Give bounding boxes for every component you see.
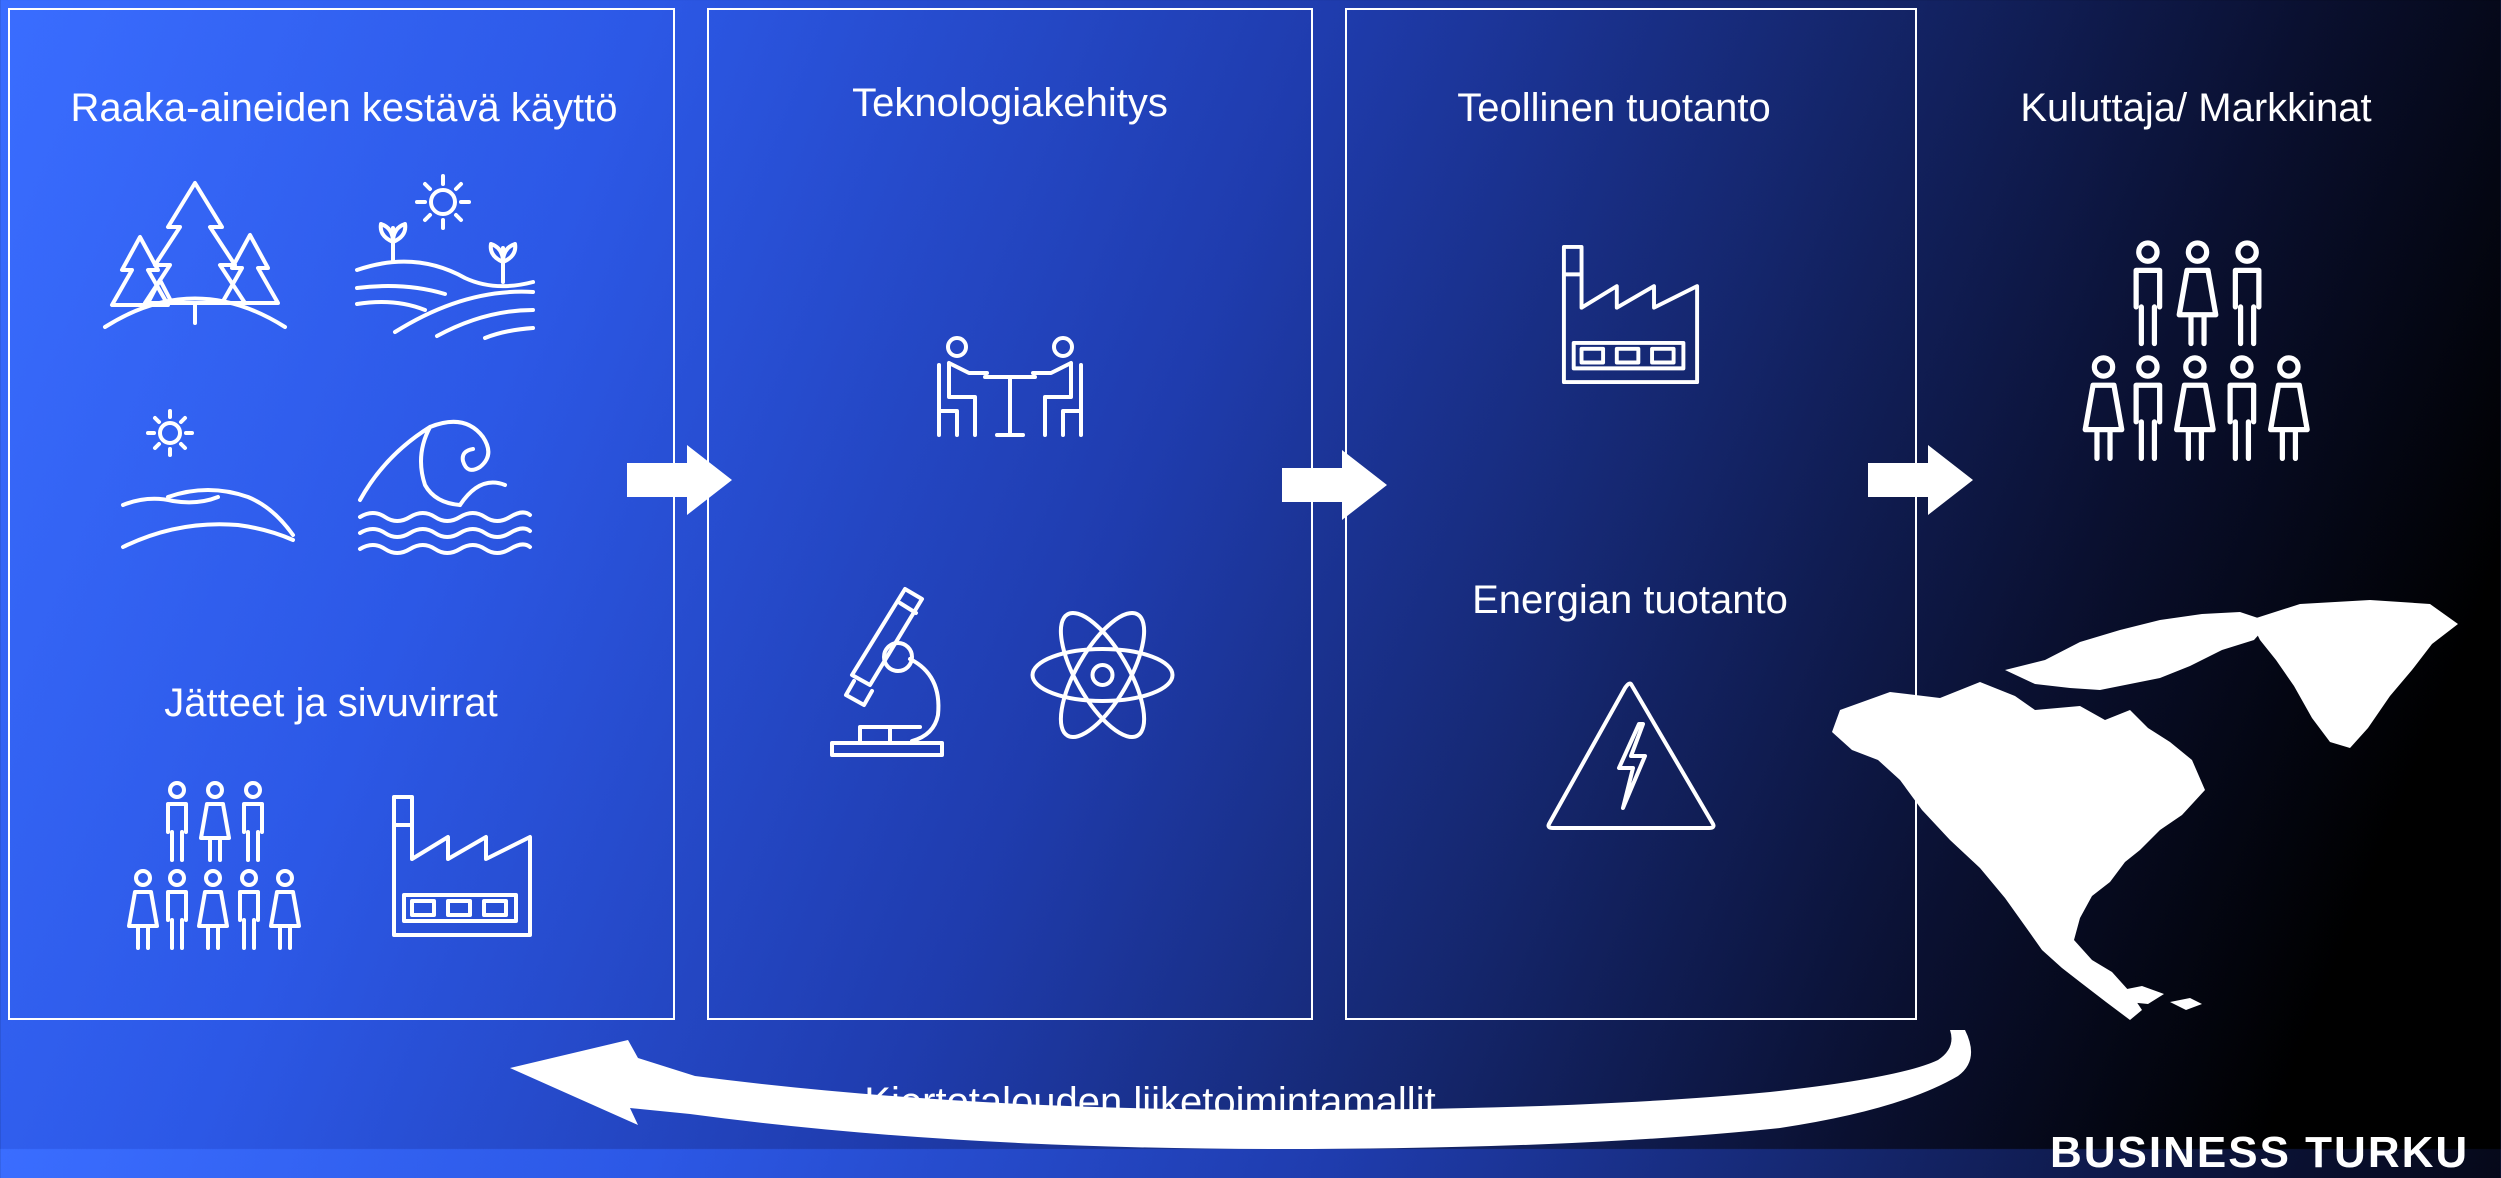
people-group-icon [125,780,305,950]
brand-logo: BUSINESS TURKU [2050,1128,2470,1177]
stage-production-title: Teollinen tuotanto [1457,86,1771,130]
stage-raw-materials-panel [8,8,675,1020]
meeting-icon [935,335,1085,440]
right-arrow-icon [627,445,732,515]
right-arrow-icon [1868,445,1973,515]
people-group-icon [2080,235,2315,465]
cycle-label: Kiertotalouden liiketoimintamallit [864,1080,1436,1124]
right-arrow-icon [1282,450,1387,520]
forest-icon [100,175,290,335]
factory-icon [390,795,535,940]
stage-energy-subtitle: Energian tuotanto [1472,578,1788,622]
fields-sun-icon [355,170,535,340]
factory-icon [1560,245,1702,387]
stage-waste-subtitle: Jätteet ja sivuvirrat [164,681,498,725]
stage-technology-panel [707,8,1313,1020]
curved-return-arrow-icon [480,1030,1980,1149]
microscope-icon [830,585,960,760]
stage-technology-title: Teknologiakehitys [852,81,1168,125]
hills-sun-icon [118,405,298,555]
high-voltage-icon [1545,680,1717,830]
north-america-map-icon [1830,600,2460,1030]
stage-market-title: Kuluttaja/ Markkinat [2020,86,2372,130]
wave-icon [355,415,535,555]
stage-raw-materials-title: Raaka-aineiden kestävä käyttö [70,86,618,130]
atom-icon [1030,595,1175,755]
